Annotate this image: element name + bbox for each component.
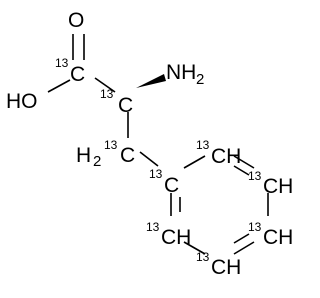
bond-ring-ortho1-meta1-a xyxy=(233,155,255,169)
bond-beta-ipso xyxy=(139,151,159,167)
bond-ring-meta2-ortho2 xyxy=(183,241,206,255)
bond-oh-c xyxy=(47,79,71,93)
atom-h-beta-subscript: 2 xyxy=(93,153,101,170)
atom-h-beta: H xyxy=(76,144,91,167)
atom-labels: O HO 13 C NH 2 13 C H 2 13 C 13 C 13 CH xyxy=(6,9,293,279)
atom-hydroxyl: HO xyxy=(6,90,38,113)
atom-nh: NH xyxy=(166,61,196,84)
atom-c-alpha: C xyxy=(118,94,133,117)
isotope-ortho1: 13 xyxy=(196,138,210,152)
isotope-beta: 13 xyxy=(104,138,118,152)
structure-diagram: O HO 13 C NH 2 13 C H 2 13 C 13 C 13 CH xyxy=(6,9,294,279)
atom-c-ipso: C xyxy=(164,174,179,197)
isotope-ipso: 13 xyxy=(149,167,163,181)
bond-ring-para-meta2-b xyxy=(233,233,250,244)
bond-ring-ortho1-meta1-b xyxy=(233,165,250,176)
isotope-meta1: 13 xyxy=(248,169,262,183)
atom-c-beta: C xyxy=(120,144,135,167)
bond-ring-ipso-ortho1 xyxy=(183,155,206,169)
isotope-carboxyl: 13 xyxy=(55,56,69,70)
atom-o-carbonyl: O xyxy=(68,9,84,32)
atom-ch-ortho1: CH xyxy=(211,145,241,168)
atom-ch-meta1: CH xyxy=(263,175,293,198)
isotope-para: 13 xyxy=(248,220,262,234)
isotope-meta2: 13 xyxy=(196,250,210,264)
atom-nh-subscript: 2 xyxy=(196,71,204,88)
atom-ch-para: CH xyxy=(263,226,293,249)
atom-ch-meta2: CH xyxy=(211,256,241,279)
isotope-ortho2: 13 xyxy=(146,220,160,234)
isotope-alpha: 13 xyxy=(100,87,114,101)
molecule-drawing: O HO 13 C NH 2 13 C H 2 13 C 13 C 13 CH xyxy=(6,9,293,279)
bonds xyxy=(47,34,269,255)
bond-ring-para-meta2-a xyxy=(233,241,255,255)
bond-carboxyl-alpha xyxy=(94,77,116,93)
atom-ch-ortho2: CH xyxy=(161,226,191,249)
wedge-bond-alpha-n xyxy=(136,74,166,88)
atom-c-carboxyl: C xyxy=(70,63,85,86)
